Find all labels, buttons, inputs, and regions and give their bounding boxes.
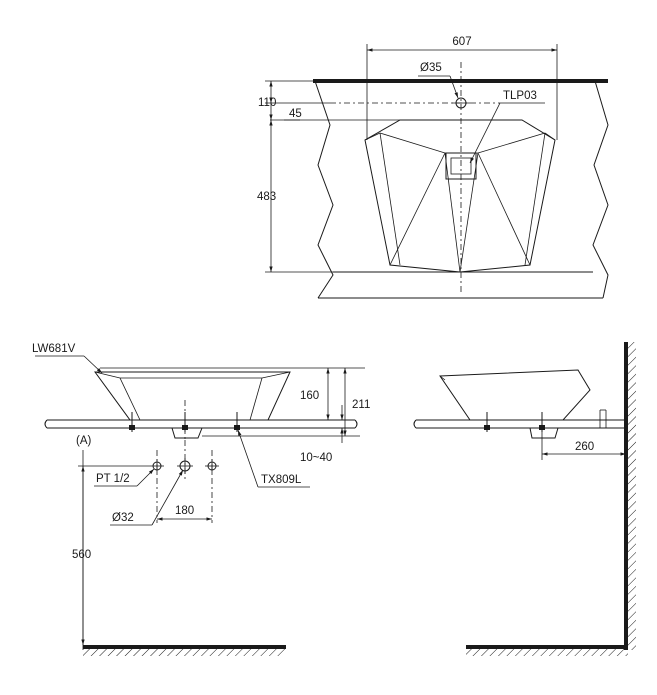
spacing-dimension: 180	[175, 505, 194, 517]
basin-height-dimension: 160	[300, 390, 319, 402]
floor-height-dimension: 560	[72, 549, 91, 561]
counter-thickness-dimension: 10~40	[300, 452, 332, 464]
model-label: LW681V	[32, 343, 76, 355]
basin-outline-side	[439, 369, 591, 421]
hole-diameter-label: Ø35	[420, 62, 442, 74]
front-view: LW681V 160 211 10~40 TX809L (A)	[32, 343, 370, 656]
break-line-right	[592, 80, 609, 299]
fixing-bolt-left	[129, 412, 135, 432]
fixing-bolt-right	[234, 412, 240, 432]
depth-dimension: 483	[257, 191, 276, 203]
reference-label: (A)	[76, 435, 92, 447]
top-view: 607 Ø35 TLP03 110 45 483	[257, 36, 609, 299]
fixing-model-label: TX809L	[261, 474, 302, 486]
basin-facet-top	[379, 132, 546, 154]
basin-outline-top	[364, 119, 556, 273]
break-line-left	[314, 80, 334, 299]
total-height-dimension: 211	[352, 399, 370, 411]
drain-diameter-label: Ø32	[112, 512, 134, 524]
edge-offset-dimension: 45	[289, 108, 302, 120]
basin-outline-front	[94, 371, 291, 421]
drain-model-label: TLP03	[503, 90, 537, 102]
thread-label: PT 1/2	[96, 473, 130, 485]
width-dimension: 607	[452, 36, 471, 48]
drain-body	[171, 427, 203, 439]
side-view: 260	[413, 342, 636, 656]
wall-distance-dimension: 260	[575, 441, 594, 453]
tap-offset-dimension: 110	[258, 97, 276, 109]
